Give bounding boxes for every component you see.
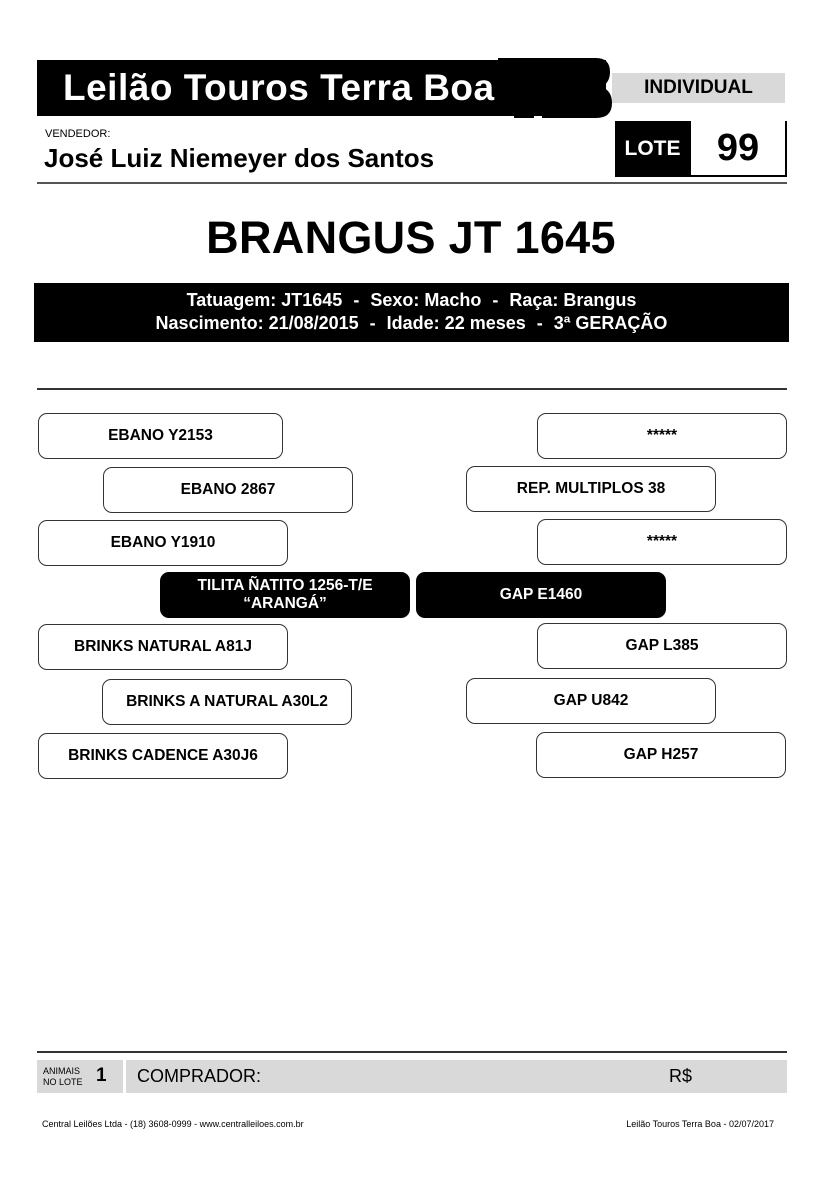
animals-label-line2: NO LOTE [43,1077,83,1087]
lot-box: LOTE 99 [615,121,787,177]
pedigree-dam-sire-dam: ***** [537,519,787,565]
pedigree-dam-sire-sire: ***** [537,413,787,459]
company-info: Central Leilões Ltda - (18) 3608-0999 - … [42,1119,304,1129]
animal-info-bar: Tatuagem: JT1645-Sexo: Macho-Raça: Brang… [34,283,789,342]
info-line-2: Nascimento: 21/08/2015-Idade: 22 meses-3… [34,312,789,335]
pedigree-sire-dam: EBANO Y1910 [38,520,288,566]
currency-label: R$ [669,1066,693,1086]
buyer-divider [123,1060,126,1093]
auction-title: Leilão Touros Terra Boa [63,67,495,108]
event-info: Leilão Touros Terra Boa - 02/07/2017 [626,1119,774,1129]
pedigree-sire-mother: BRINKS A NATURAL A30L2 [102,679,352,725]
pedigree-divider [37,388,787,390]
pedigree-dam-dam-sire: GAP L385 [537,623,787,669]
pedigree-dam-dam-dam: GAP H257 [536,732,786,778]
pedigree-sire-father: EBANO 2867 [103,467,353,513]
separator: - [536,313,543,333]
tb-logo-icon [498,58,612,118]
separator: - [369,313,376,333]
pedigree-dam-father: REP. MULTIPLOS 38 [466,466,716,512]
lot-label: LOTE [624,137,681,160]
tattoo: Tatuagem: JT1645 [186,290,343,310]
separator: - [492,290,499,310]
seller-name: José Luiz Niemeyer dos Santos [44,143,435,173]
birth-date: Nascimento: 21/08/2015 [155,313,359,333]
pedigree-dam: GAP E1460 [416,572,666,618]
animals-label-line1: ANIMAIS [43,1066,81,1076]
breed: Raça: Brangus [509,290,637,310]
lot-number: 99 [691,121,785,175]
pedigree-sire-sire: EBANO Y2153 [38,413,283,459]
pedigree-dam-mother: GAP U842 [466,678,716,724]
sire-name: TILITA ÑATITO 1256-T/E [197,577,373,594]
buyer-bar: ANIMAIS NO LOTE 1 COMPRADOR: R$ [37,1060,787,1093]
pedigree-sire: TILITA ÑATITO 1256-T/E “ARANGÁ” [160,572,410,618]
animals-count: 1 [96,1065,107,1086]
seller-label: VENDEDOR: [45,128,111,140]
pedigree-dam-sire-left: BRINKS NATURAL A81J [38,624,288,670]
age: Idade: 22 meses [386,313,526,333]
generation: 3ª GERAÇÃO [553,313,668,333]
separator: - [353,290,360,310]
buyer-label: COMPRADOR: [137,1066,262,1086]
category-badge: INDIVIDUAL [612,73,785,103]
info-line-1: Tatuagem: JT1645-Sexo: Macho-Raça: Brang… [34,289,789,312]
header-divider [37,182,787,184]
sex: Sexo: Macho [370,290,482,310]
animal-name: BRANGUS JT 1645 [206,212,616,263]
pedigree-dam-dam-left: BRINKS CADENCE A30J6 [38,733,288,779]
sire-nickname: “ARANGÁ” [243,595,327,612]
animals-in-lot-label: ANIMAIS NO LOTE [43,1066,83,1088]
footer-divider [37,1051,787,1053]
